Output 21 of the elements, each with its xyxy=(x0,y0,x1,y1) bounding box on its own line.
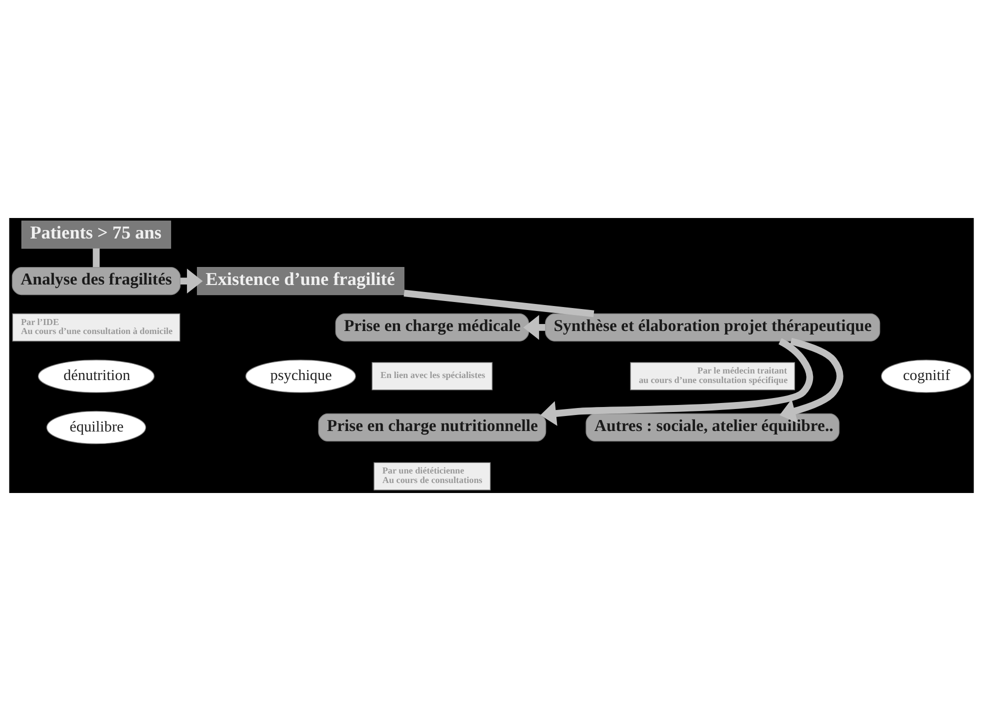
node-box: En lien avec les spécialistes xyxy=(372,362,493,390)
node-ellipse: dénutrition xyxy=(38,360,155,393)
node-box: Analyse des fragilités xyxy=(12,267,181,296)
connector xyxy=(92,248,100,268)
arrow xyxy=(540,338,814,426)
node-box: Par l’IDE Au cours d’une consultation à domicile xyxy=(12,313,180,342)
node-box: Prise en charge médicale xyxy=(335,313,530,342)
node-box: Existence d’une fragilité xyxy=(196,267,404,296)
node-box: Synthèse et élaboration projet thérapeutique xyxy=(545,313,880,342)
node-box: Patients > 75 ans xyxy=(21,220,172,249)
arrow xyxy=(180,268,203,294)
node-ellipse: psychique xyxy=(245,360,356,393)
node-box: Par le médecin traitant au cours d’une consultation spécifique xyxy=(630,362,796,390)
node-box: Prise en charge nutritionnelle xyxy=(318,413,546,442)
connector xyxy=(404,290,594,318)
arrow xyxy=(523,315,546,340)
arrow xyxy=(780,338,844,424)
node-ellipse: cognitif xyxy=(881,360,972,393)
node-ellipse: équilibre xyxy=(46,410,146,444)
node-box: Autres : sociale, atelier équilibre.. xyxy=(586,413,840,442)
node-box: Par une diététicienne Au cours de consultations xyxy=(374,462,491,490)
